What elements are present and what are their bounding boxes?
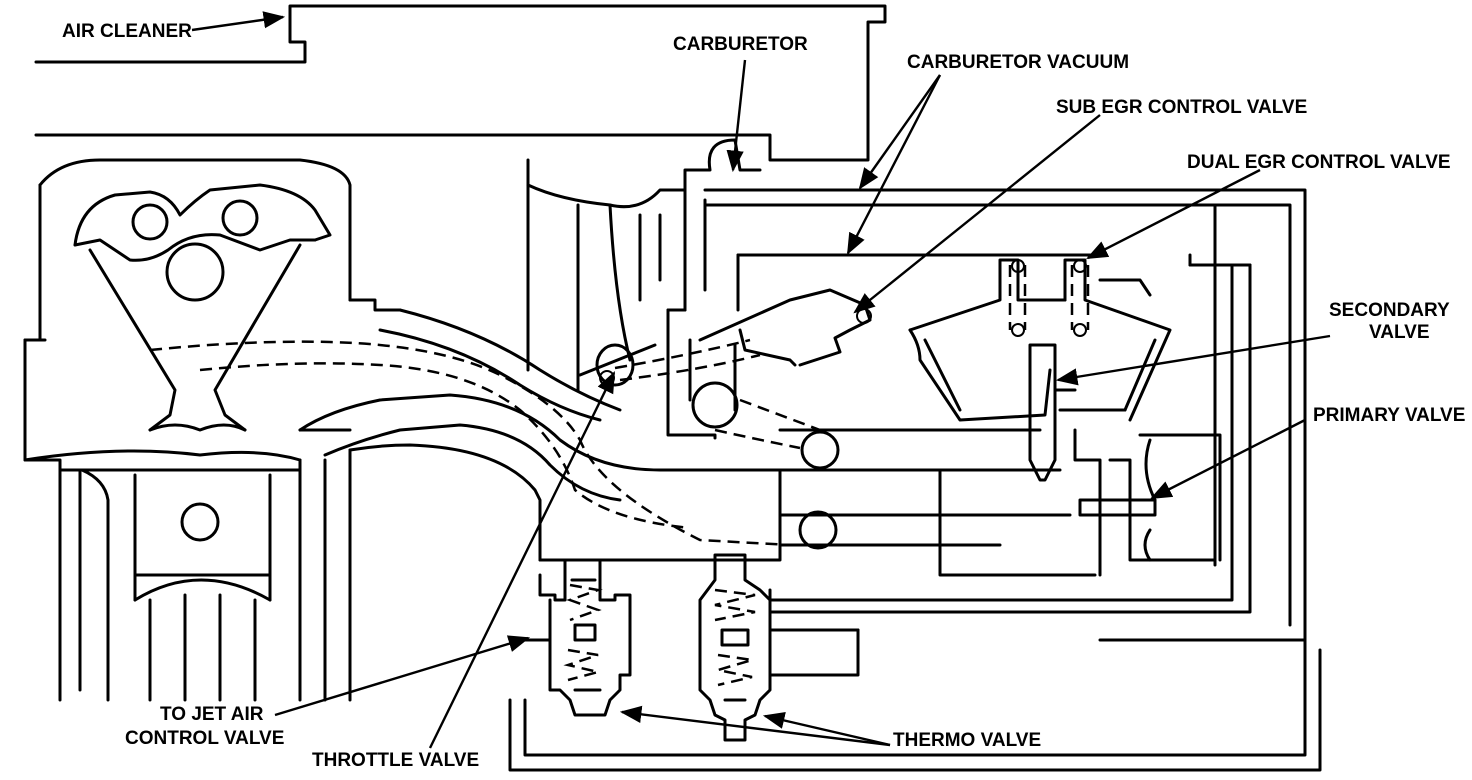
air-cleaner [34, 4, 887, 162]
label-throttle-valve: THROTTLE VALVE [312, 750, 479, 771]
label-dual-egr-control-valve: DUAL EGR CONTROL VALVE [1187, 152, 1451, 173]
label-to-jet-air-line1: TO JET AIR [160, 704, 264, 725]
piston-block [58, 448, 352, 702]
label-carburetor-vacuum: CARBURETOR VACUUM [907, 52, 1129, 73]
dual-egr-control-valve [778, 258, 1222, 577]
label-primary-valve: PRIMARY VALVE [1313, 405, 1465, 426]
label-secondary-valve-line2: VALVE [1369, 322, 1430, 343]
label-thermo-valve: THERMO VALVE [893, 730, 1041, 751]
label-secondary-valve-line1: SECONDARY [1329, 300, 1450, 321]
carburetor [526, 138, 762, 392]
label-to-jet-air-line2: CONTROL VALVE [125, 728, 284, 749]
sub-egr-control-valve [666, 288, 872, 429]
cylinder-head [23, 158, 402, 702]
thermo-valve-left [508, 558, 632, 717]
vacuum-lines [508, 188, 1322, 772]
label-carburetor: CARBURETOR [673, 34, 808, 55]
intake-manifold [149, 308, 821, 562]
thermo-valve-right [698, 553, 772, 742]
label-arrows [191, 11, 1331, 749]
label-sub-egr-control-valve: SUB EGR CONTROL VALVE [1056, 97, 1307, 118]
label-air-cleaner: AIR CLEANER [62, 21, 192, 42]
